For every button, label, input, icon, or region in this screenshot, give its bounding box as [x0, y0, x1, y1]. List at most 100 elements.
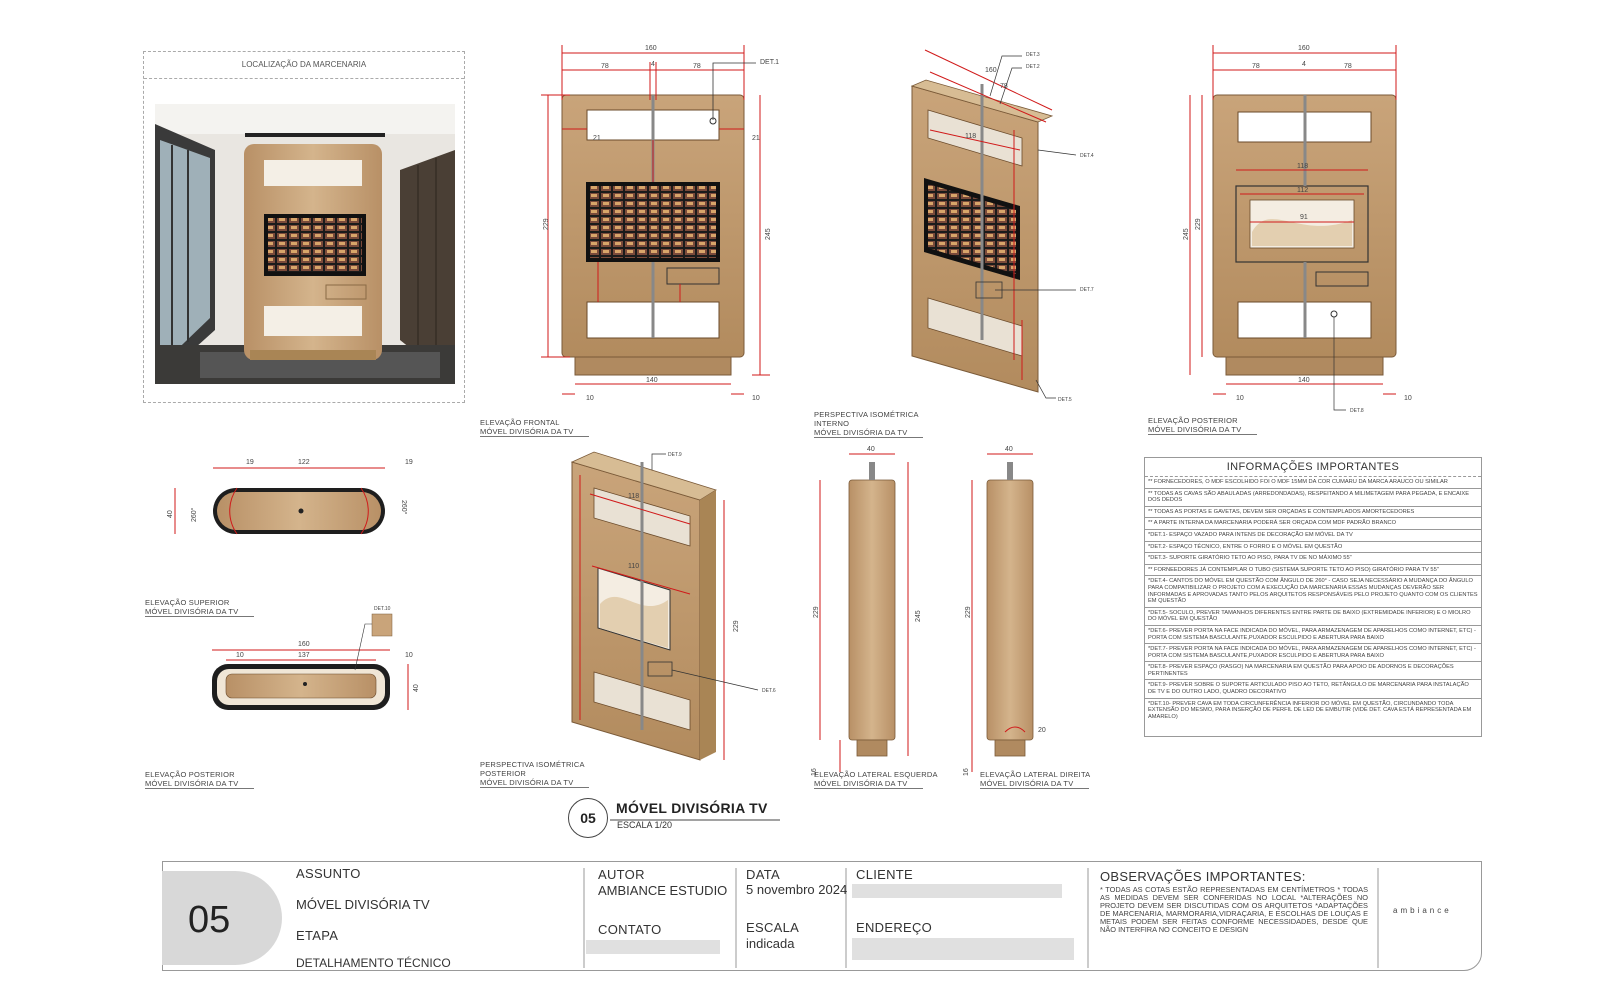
- front-dim-inner-l: 21: [593, 135, 601, 142]
- rear-dim-side-r: 10: [1404, 395, 1412, 402]
- caption-rear-line2: MÓVEL DIVISÓRIA DA TV: [1148, 425, 1258, 435]
- location-render: [155, 104, 455, 384]
- sheet-badge: 05: [162, 871, 282, 965]
- front-dim-h1: 229: [543, 218, 550, 230]
- caption-rear: ELEVAÇÃO POSTERIOR MÓVEL DIVISÓRIA DA TV: [1148, 416, 1258, 435]
- right-side-dim-text: 40 229 16 20: [963, 446, 1046, 776]
- ls-dim-w: 40: [867, 446, 875, 453]
- info-item: *DET.8- PREVER ESPAÇO (RASGO) NA MARCENA…: [1145, 662, 1481, 681]
- rs-dim-w: 160: [298, 641, 310, 648]
- location-title: LOCALIZAÇÃO DA MARCENARIA: [144, 52, 464, 79]
- caption-rear-small: ELEVAÇÃO POSTERIOR MÓVEL DIVISÓRIA DA TV: [145, 770, 255, 789]
- info-item: *DET.10- PREVER CAVA EM TODA CIRCUNFERÊN…: [1148, 700, 1472, 720]
- iso-det5: DET.5: [1058, 397, 1072, 403]
- info-item: ** A PARTE INTERNA DA MARCENARIA PODERÁ …: [1145, 518, 1481, 530]
- rs-dim-d: 40: [413, 684, 420, 692]
- caption-iso-rear-line3: MÓVEL DIVISÓRIA DA TV: [480, 778, 590, 788]
- cliente-redacted: [852, 884, 1062, 898]
- iso-rear-leaders: [651, 453, 759, 691]
- caption-front-line2: MÓVEL DIVISÓRIA DA TV: [480, 427, 590, 437]
- front-elevation: [561, 94, 745, 376]
- info-item: *DET.5- SOCULO, PREVER TAMANHOS DIFERENT…: [1145, 608, 1481, 626]
- front-dim-m: 4: [651, 61, 655, 68]
- top-dim-c: 19: [405, 459, 413, 466]
- rs-side-dim-b2: 20: [1038, 727, 1046, 734]
- rear-dim-i1: 118: [1297, 163, 1308, 170]
- front-dim-side-r: 10: [752, 395, 760, 402]
- sheet-title: MÓVEL DIVISÓRIA TV: [616, 800, 768, 816]
- ls-dim-h2: 245: [915, 610, 922, 622]
- iso-det3: DET.3: [1026, 52, 1040, 58]
- caption-top-line1: ELEVAÇÃO SUPERIOR: [145, 598, 230, 607]
- caption-right-line1: ELEVAÇÃO LATERAL DIREITA: [980, 770, 1091, 779]
- caption-right-line2: MÓVEL DIVISÓRIA DA TV: [980, 779, 1090, 789]
- etapa-label: ETAPA: [296, 928, 339, 943]
- info-item: *DET.6- PREVER PORTA NA FACE INDICADA DO…: [1145, 626, 1481, 645]
- front-dim-base: 140: [646, 377, 658, 384]
- ir-det6: DET.6: [762, 688, 776, 694]
- data-label: DATA: [746, 867, 780, 882]
- iso-internal-view: [910, 79, 1054, 393]
- top-dim-text: 19 122 19 40 260° 260°: [167, 459, 413, 522]
- caption-left-line2: MÓVEL DIVISÓRIA DA TV: [814, 779, 924, 789]
- caption-left: ELEVAÇÃO LATERAL ESQUERDA MÓVEL DIVISÓRI…: [814, 770, 938, 789]
- data-value: 5 novembro 2024: [746, 882, 848, 897]
- rs-dim-i: 137: [298, 652, 310, 659]
- ir-det9: DET.9: [668, 452, 682, 458]
- front-det1: DET.1: [760, 59, 779, 66]
- front-dim-text: 160 78 4 78 229 245 140 10 10 21 21 DET.…: [543, 45, 779, 402]
- assunto-label: ASSUNTO: [296, 866, 361, 881]
- top-dim-ang-r: 260°: [400, 500, 408, 515]
- info-item: *DET.7- PREVER PORTA NA FACE INDICADA DO…: [1145, 644, 1481, 663]
- cliente-label: CLIENTE: [856, 867, 914, 882]
- caption-iso-internal: PERSPECTIVA ISOMÉTRICA INTERNO MÓVEL DIV…: [814, 410, 924, 438]
- autor-label: AUTOR: [598, 867, 645, 882]
- caption-front-line1: ELEVAÇÃO FRONTAL: [480, 418, 560, 427]
- top-dim-ang-l: 260°: [190, 507, 198, 522]
- caption-left-line1: ELEVAÇÃO LATERAL ESQUERDA: [814, 770, 938, 779]
- caption-top-line2: MÓVEL DIVISÓRIA DA TV: [145, 607, 255, 617]
- front-dim-side-l: 10: [586, 395, 594, 402]
- front-dim-r: 78: [693, 63, 701, 70]
- top-dim-b: 122: [298, 459, 310, 466]
- iso-dim-a: 160: [985, 67, 997, 74]
- rear-dim-r: 78: [1344, 63, 1352, 70]
- rear-det8: DET.8: [1350, 408, 1364, 414]
- front-dim-inner-r: 21: [752, 135, 760, 142]
- front-det1-marker: [709, 117, 717, 125]
- caption-rear-small-line1: ELEVAÇÃO POSTERIOR: [145, 770, 235, 779]
- rear-dim-base: 140: [1298, 377, 1310, 384]
- rear-dim-h2: 229: [1195, 218, 1202, 230]
- sheet-badge-number: 05: [188, 899, 231, 941]
- ls-dim-h1: 229: [813, 606, 820, 618]
- rear-small-plan: [212, 613, 409, 710]
- rear-det8-leader: [1333, 317, 1346, 411]
- front-dim-w: 160: [645, 45, 657, 52]
- rs-side-dim-b: 16: [963, 768, 970, 776]
- caption-rear-small-line2: MÓVEL DIVISÓRIA DA TV: [145, 779, 255, 789]
- iso-det4: DET.4: [1080, 153, 1094, 159]
- iso-dim-c: 118: [965, 133, 976, 140]
- ls-dim-b: 16: [811, 768, 818, 776]
- caption-front: ELEVAÇÃO FRONTAL MÓVEL DIVISÓRIA DA TV: [480, 418, 590, 437]
- obs-text: * TODAS AS COTAS ESTÃO REPRESENTADAS EM …: [1100, 885, 1368, 934]
- info-item: *DET.4- CANTOS DO MÓVEL EM QUESTÃO COM Â…: [1145, 576, 1481, 608]
- rs-side-dim-w: 40: [1005, 446, 1013, 453]
- caption-top: ELEVAÇÃO SUPERIOR MÓVEL DIVISÓRIA DA TV: [145, 598, 255, 617]
- ir-dim-a: 118: [628, 493, 639, 500]
- rs-dim-s-l: 10: [236, 652, 244, 659]
- obs-title: OBSERVAÇÕES IMPORTANTES:: [1100, 869, 1306, 884]
- info-item: *DET.9- PREVER SOBRE O SUPORTE ARTICULAD…: [1145, 680, 1481, 699]
- contato-redacted: [586, 940, 720, 954]
- caption-rear-line1: ELEVAÇÃO POSTERIOR: [1148, 416, 1238, 425]
- contato-label: CONTATO: [598, 922, 662, 937]
- left-side-dim-text: 40 229 245 16: [811, 446, 922, 776]
- endereco-label: ENDEREÇO: [856, 920, 933, 935]
- location-frame: LOCALIZAÇÃO DA MARCENARIA: [143, 51, 465, 403]
- title-block-dividers: [583, 868, 1379, 968]
- rear-dimensions: [1189, 45, 1397, 395]
- iso-det7: DET.7: [1080, 287, 1094, 293]
- sheet-number-circle: 05: [568, 798, 608, 838]
- front-det1-leader: [712, 62, 756, 120]
